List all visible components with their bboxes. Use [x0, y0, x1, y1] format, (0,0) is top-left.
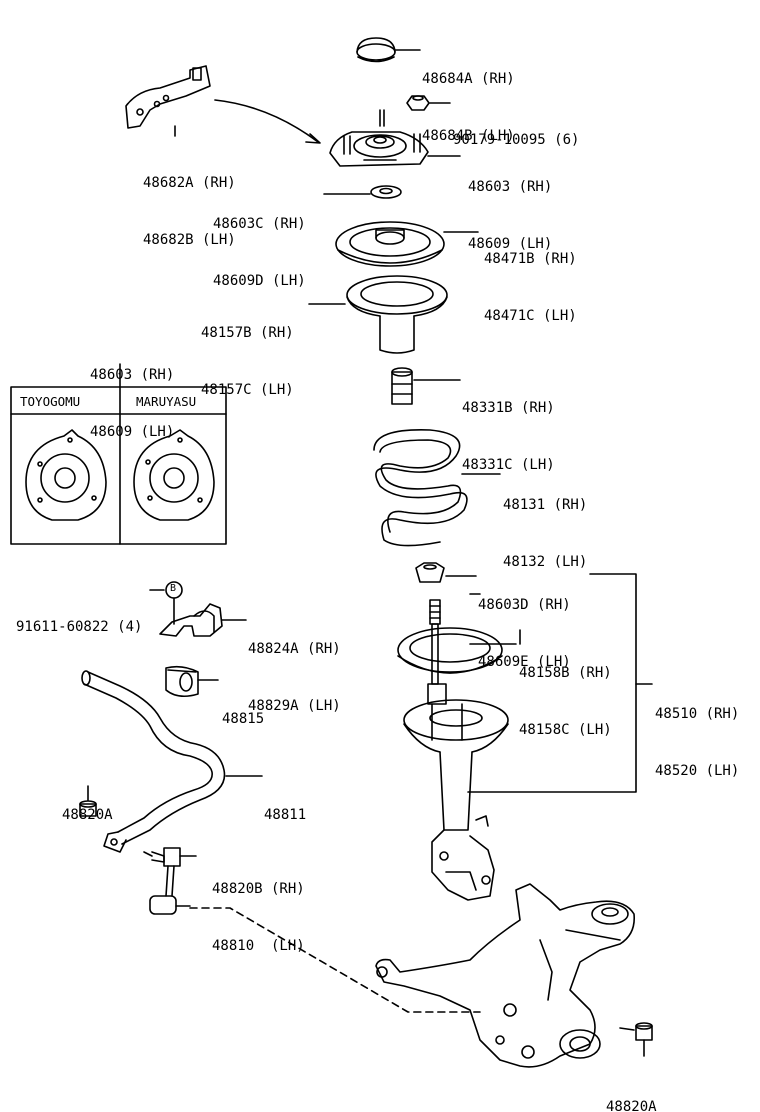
label-48131: 48131 (RH) 48132 (LH): [503, 497, 588, 570]
nut-drawing: [406, 95, 451, 111]
knuckle-drawing: [375, 883, 636, 1068]
nut-48820a-left-drawing: [79, 785, 97, 817]
bushing-drawing: [165, 665, 219, 698]
dashed-leader: [189, 907, 481, 1013]
spring-seat-drawing: [335, 221, 479, 267]
label-91611: 91611-60822 (4): [16, 619, 143, 635]
leader-lines: [469, 593, 517, 645]
label-48824: 48824A (RH) 48829A (LH): [248, 641, 341, 714]
variants-box-drawing: [10, 363, 227, 545]
label-48331: 48331B (RH) 48331C (LH): [462, 400, 555, 473]
bracket-drawing: [125, 65, 321, 144]
support-variant-left: [25, 429, 107, 521]
dust-cap-drawing: [356, 37, 421, 63]
label-48684: 48684A (RH) 48684B (LH): [422, 71, 515, 144]
label-48820b: 48820B (RH) 48810 (LH): [212, 881, 305, 954]
label-48820a-left: 48820A: [62, 807, 113, 823]
label-90179: 90179-10095 (6): [453, 132, 580, 148]
label-48603d: 48603D (RH) 48609E (LH): [478, 597, 571, 670]
figure-number: 481144: [682, 1090, 733, 1112]
label-48682: 48682A (RH) 48682B (LH): [143, 175, 236, 248]
strut-drawing: [397, 599, 521, 901]
clamp-drawing: [159, 603, 247, 637]
bolt-mark: B: [170, 583, 177, 594]
coil-spring-drawing: [373, 429, 501, 547]
upper-support-drawing: [329, 109, 461, 167]
label-48158: 48158B (RH) 48158C (LH): [519, 665, 612, 738]
label-48510: 48510 (RH) 48520 (LH): [655, 706, 740, 779]
bolt-marker-drawing: [149, 581, 183, 625]
label-48603c: 48603C (RH) 48609D (LH): [213, 216, 306, 289]
label-48471: 48471B (RH) 48471C (LH): [484, 251, 577, 324]
label-48815: 48815: [222, 711, 265, 727]
bump-stopper-drawing: [391, 367, 461, 405]
label-48603-top: 48603 (RH) 48609 (LH): [468, 179, 553, 252]
label-48820a-right: 48820A: [606, 1099, 657, 1112]
brand-toyogomu: TOYOGOMU: [20, 394, 81, 409]
insulator-drawing: [308, 275, 448, 354]
stabilizer-bar-drawing: [81, 670, 263, 853]
brand-maruyasu: MARUYASU: [136, 394, 197, 409]
stopper-d-drawing: [415, 562, 477, 583]
washer-drawing: [323, 185, 402, 199]
label-48603-left: 48603 (RH) 48609 (LH): [90, 367, 175, 440]
assembly-bracket-lines: [467, 573, 653, 793]
label-48811: 48811: [264, 807, 307, 823]
nut-48820a-right-drawing: [619, 1022, 653, 1057]
support-variant-right: [133, 429, 215, 521]
stabilizer-link-drawing: [143, 847, 197, 915]
label-48157: 48157B (RH) 48157C (LH): [201, 325, 294, 398]
